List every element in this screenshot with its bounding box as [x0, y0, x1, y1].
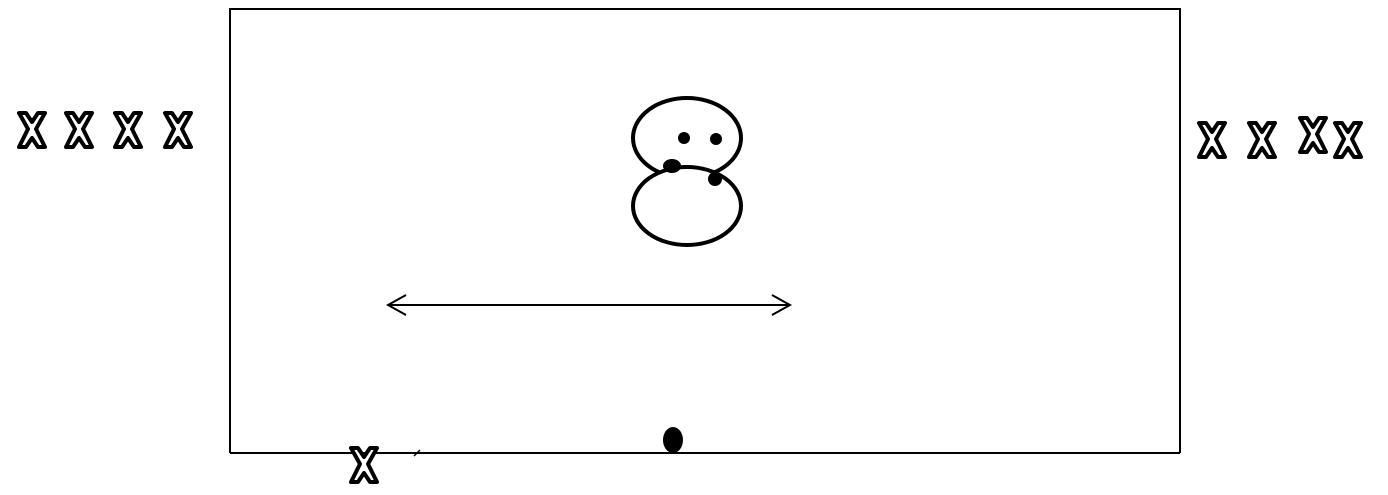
- lower-oval: [633, 167, 741, 245]
- x-mark-icon: [19, 113, 45, 147]
- two-ovals-with-dots-icon: [633, 98, 741, 245]
- x-mark-icon: [1335, 123, 1361, 157]
- x-mark-icon: [1199, 123, 1225, 157]
- x-mark-icon: [66, 113, 92, 147]
- upper-dot-right: [710, 133, 722, 145]
- lower-dot-right: [708, 172, 722, 186]
- x-mark-icon: [115, 113, 141, 147]
- x-mark-icon: [165, 113, 191, 147]
- double-headed-arrow-icon: [388, 295, 790, 315]
- x-mark-icon: [1300, 118, 1326, 152]
- lower-dot-left: [663, 159, 681, 173]
- left-marker-group: [19, 113, 191, 147]
- x-mark-icon: [1249, 123, 1275, 157]
- upper-dot-left: [678, 132, 690, 144]
- filled-dot-icon: [663, 427, 683, 453]
- right-marker-group: [1199, 118, 1361, 157]
